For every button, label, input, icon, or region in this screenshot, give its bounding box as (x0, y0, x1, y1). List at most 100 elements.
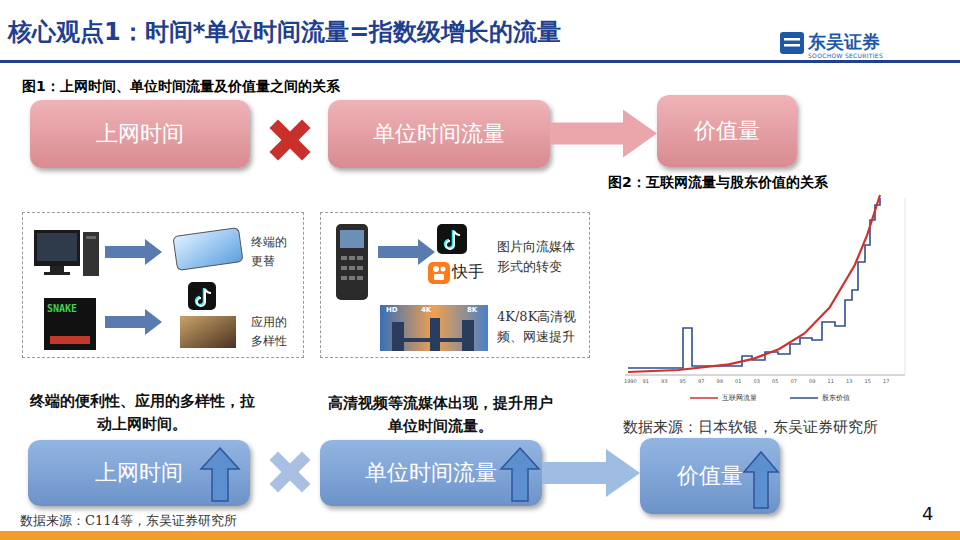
page-number: 4 (922, 503, 933, 524)
logo-text: 东吴证券 (808, 30, 880, 54)
axis-tick: 13 (846, 378, 852, 384)
axis-tick: 03 (754, 378, 760, 384)
group-box: 终端的 更替应用的 多样性 (22, 212, 304, 358)
summary-note: 终端的便利性、应用的多样性，拉 动上网时间。 (26, 390, 258, 435)
logo-stripe (784, 44, 800, 47)
title-rule (0, 60, 960, 63)
axis-tick: 07 (791, 378, 797, 384)
legend-line (790, 397, 818, 399)
axis-tick: 95 (680, 378, 686, 384)
process-box: 上网时间 (28, 440, 250, 506)
monitor-stand (50, 266, 64, 272)
multiply-symbol (269, 119, 310, 160)
tiktok-note (446, 231, 460, 249)
kuaishou-icon (428, 262, 450, 284)
node-text: 价值量 (694, 116, 760, 146)
axis-tick: 09 (809, 378, 815, 384)
building-silhouette (430, 318, 440, 351)
multiply-symbol (269, 451, 310, 492)
node-text: 单位时间流量 (373, 119, 505, 149)
phone-key (349, 256, 355, 260)
phone-key (341, 256, 347, 260)
footer-bar (0, 531, 960, 540)
chart-axis (625, 375, 905, 376)
icon-text: SNAKE (47, 303, 77, 314)
node-text: 单位时间流量 (365, 458, 497, 488)
phone-key (357, 276, 363, 280)
node-text: 上网时间 (96, 119, 184, 149)
legend-text: 互联网流量 (722, 393, 757, 403)
multiply-symbol (269, 119, 310, 160)
change-arrow (105, 239, 162, 265)
resolution-tag: 8K (467, 306, 477, 314)
feature-phone (336, 224, 368, 300)
figure-caption: 图1：上网时间、单位时间流量及价值量之间的关系 (22, 78, 340, 96)
app-name: 快手 (452, 262, 484, 283)
process-box: 价值量 (657, 95, 797, 167)
slide-title: 核心观点1：时间*单位时间流量=指数级增长的流量 (8, 16, 561, 48)
logo-stripe (784, 38, 800, 41)
monitor-icon (34, 230, 80, 266)
block-arrow (550, 110, 657, 158)
node-text: 价值量 (677, 461, 743, 491)
kuaishou-mark (433, 266, 439, 272)
block-arrow (542, 449, 640, 497)
axis-tick: 15 (865, 378, 871, 384)
legend-line (690, 397, 718, 399)
tiktok-icon (188, 282, 216, 310)
phone-screen (340, 230, 364, 248)
change-arrow (105, 309, 162, 335)
legend-entry: 股东价值 (790, 393, 850, 403)
bridge-silhouette (400, 338, 470, 342)
multiply-symbol (269, 451, 310, 492)
snake-game-bar (50, 336, 90, 344)
source-note: 数据来源：C114等，东吴证券研究所 (20, 512, 237, 530)
logo-subtext: SOOCHOW SECURITIES (808, 52, 883, 59)
axis-tick: 17 (883, 378, 889, 384)
node-text: 上网时间 (95, 458, 183, 488)
tiktok-icon (437, 224, 467, 254)
shareholder-value-line (628, 198, 880, 368)
axis-tick: 97 (698, 378, 704, 384)
building-silhouette (462, 320, 474, 351)
tiktok-note (197, 289, 211, 306)
monitor-base (44, 272, 70, 275)
resolution-tag: HD (386, 306, 398, 314)
building-silhouette (392, 322, 404, 351)
process-box: 单位时间流量 (328, 100, 550, 168)
source-note: 数据来源：日本软银，东吴证券研究所 (623, 418, 878, 437)
axis-tick: 11 (828, 378, 834, 384)
traffic-curve (628, 195, 880, 372)
group-box: 图片向流媒体 形式的转变4K/8K高清视 频、网速提升 (320, 212, 590, 358)
process-box: 单位时间流量 (320, 440, 542, 506)
axis-tick: 05 (772, 378, 778, 384)
axis-tick: 99 (717, 378, 723, 384)
figure-caption: 图2：互联网流量与股东价值的关系 (608, 174, 828, 192)
axis-tick: 93 (661, 378, 667, 384)
chart-frame (905, 198, 906, 375)
snake-game-icon (44, 298, 96, 350)
process-box: 上网时间 (30, 100, 250, 168)
legend-entry: 互联网流量 (690, 393, 757, 403)
monitor-screen (37, 233, 77, 261)
legend-text: 股东价值 (822, 393, 850, 403)
phone-key (357, 256, 363, 260)
phone-key (349, 276, 355, 280)
summary-note: 高清视频等流媒体出现，提升用户 单位时间流量。 (324, 392, 556, 437)
phone-key (341, 276, 347, 280)
node-text: 应用的 多样性 (251, 313, 295, 350)
axis-tick: 01 (735, 378, 741, 384)
node-text: 图片向流媒体 形式的转变 (497, 237, 581, 277)
axis-tick: 91 (643, 378, 649, 384)
resolution-image (380, 305, 488, 351)
smartphone-icon (173, 228, 243, 271)
logo-mark (780, 32, 804, 54)
phone-key (357, 266, 363, 270)
change-arrow (378, 239, 435, 265)
kuaishou-mark (441, 267, 446, 272)
node-text: 终端的 更替 (251, 233, 295, 270)
axis-tick: 1990 (624, 378, 637, 384)
phone-key (349, 266, 355, 270)
resolution-tag: 4K (421, 306, 431, 314)
pc-drive (86, 236, 96, 239)
